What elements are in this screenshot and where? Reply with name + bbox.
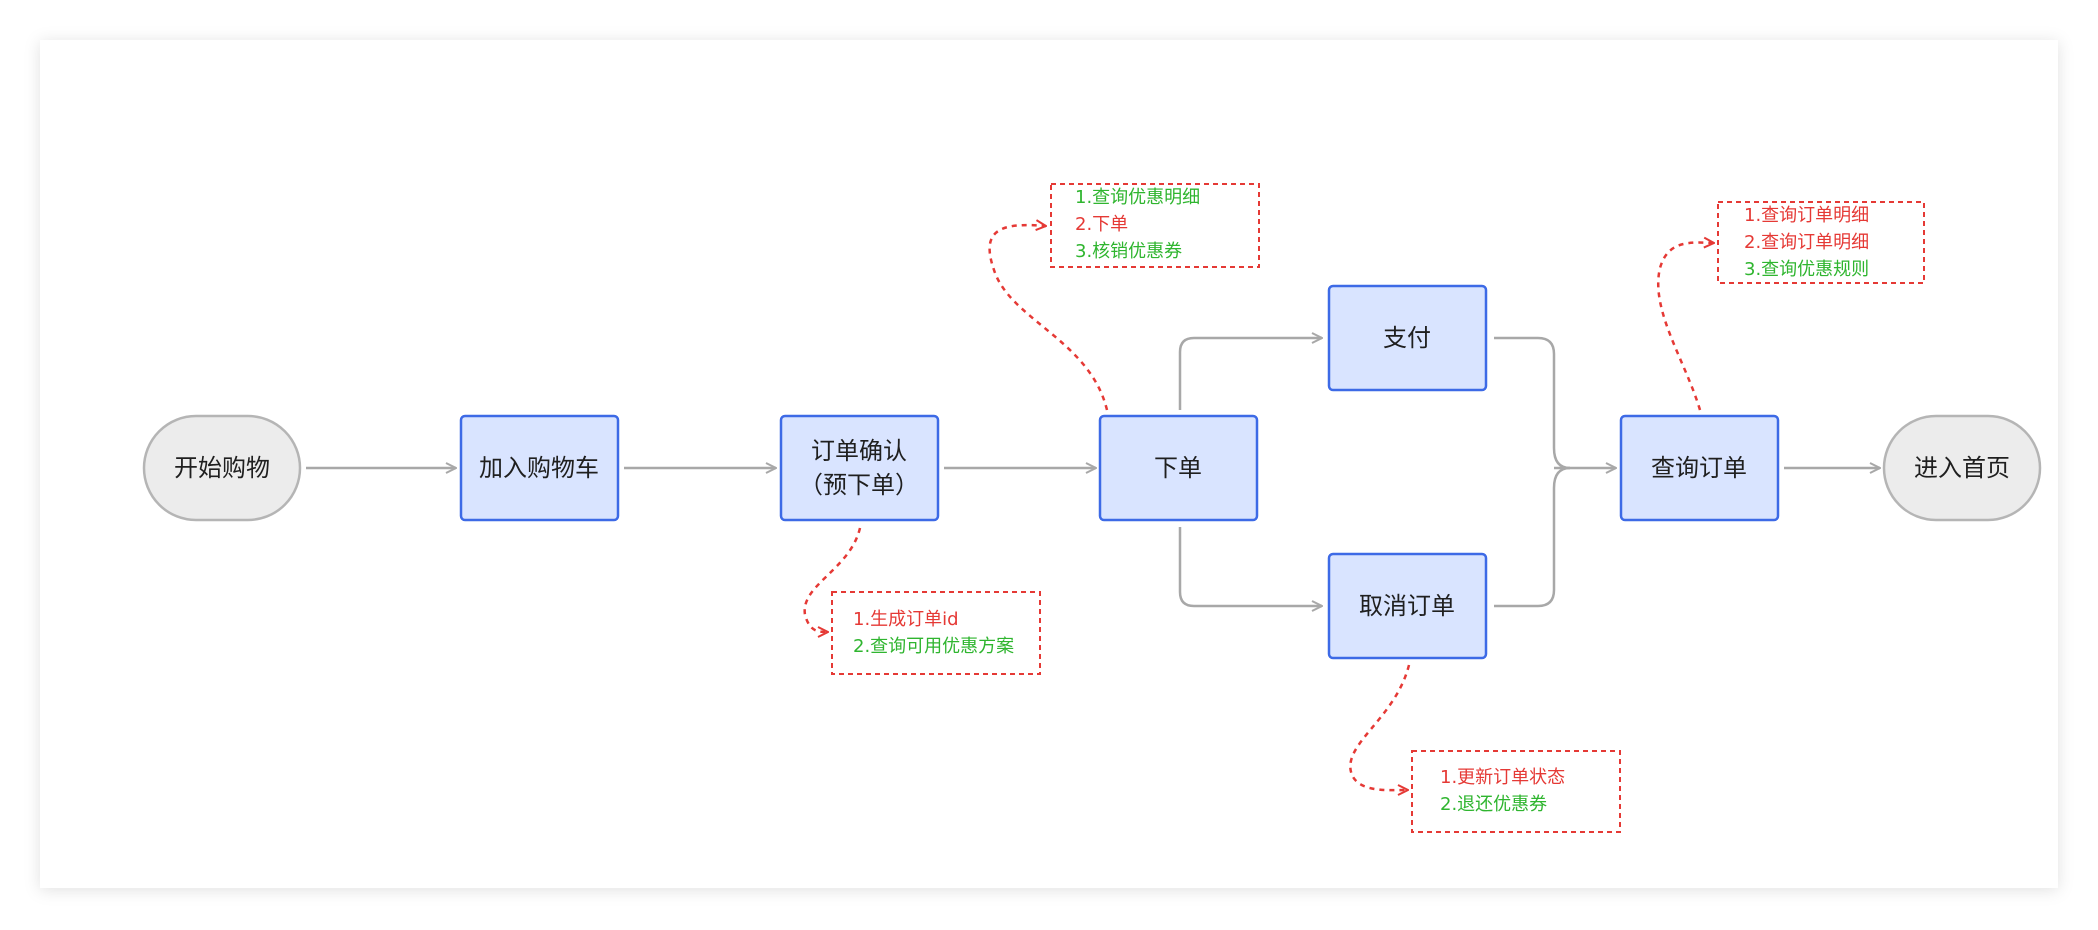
- note-query-order: 1.查询订单明细 2.查询订单明细 3.查询优惠规则: [1717, 201, 1925, 284]
- note-query-order-line3: 3.查询优惠规则: [1744, 259, 1869, 280]
- node-order-confirm-label-line1: 订单确认: [811, 437, 907, 465]
- node-go-home-label: 进入首页: [1914, 454, 2010, 482]
- note-order-confirm-line2: 2.查询可用优惠方案: [853, 636, 1014, 657]
- note-cancel-order-line2: 2.退还优惠券: [1440, 794, 1547, 815]
- edge-order-to-cancel: [1178, 527, 1322, 606]
- connector-place-order-note: [988, 225, 1109, 411]
- node-place-order-label: 下单: [1154, 454, 1202, 482]
- note-cancel-order: 1.更新订单状态 2.退还优惠券: [1411, 750, 1621, 833]
- connector-cancel-note: [1349, 664, 1411, 790]
- connector-query-note: [1657, 243, 1714, 411]
- edge-pay-to-merge: [1494, 336, 1571, 470]
- node-go-home[interactable]: 进入首页: [1882, 414, 2042, 522]
- node-query-order-label: 查询订单: [1651, 454, 1747, 482]
- node-start[interactable]: 开始购物: [142, 414, 302, 522]
- edges: [306, 338, 1880, 606]
- note-place-order-line1: 1.查询优惠明细: [1075, 187, 1200, 208]
- node-add-to-cart-label: 加入购物车: [479, 454, 599, 482]
- node-order-confirm-label-line2: （预下单）: [799, 471, 919, 499]
- note-place-order-line2: 2.下单: [1075, 214, 1128, 235]
- node-add-to-cart[interactable]: 加入购物车: [459, 414, 620, 522]
- node-cancel-order[interactable]: 取消订单: [1327, 552, 1488, 660]
- note-place-order: 1.查询优惠明细 2.下单 3.核销优惠券: [1050, 183, 1260, 268]
- edge-cancel-to-merge: [1494, 466, 1571, 608]
- note-order-confirm: 1.生成订单id 2.查询可用优惠方案: [831, 591, 1041, 675]
- note-order-confirm-line1: 1.生成订单id: [853, 609, 959, 630]
- note-connectors: [803, 225, 1714, 790]
- edge-order-to-pay: [1178, 338, 1322, 410]
- note-query-order-line1: 1.查询订单明细: [1744, 205, 1869, 226]
- node-pay-label: 支付: [1383, 324, 1431, 352]
- note-query-order-line2: 2.查询订单明细: [1744, 232, 1869, 253]
- node-place-order[interactable]: 下单: [1098, 414, 1259, 522]
- node-start-label: 开始购物: [174, 454, 270, 482]
- node-pay[interactable]: 支付: [1327, 284, 1488, 392]
- node-order-confirm[interactable]: 订单确认 （预下单）: [779, 414, 940, 522]
- connector-confirm-note: [803, 527, 862, 632]
- node-query-order[interactable]: 查询订单: [1619, 414, 1780, 522]
- node-cancel-order-label: 取消订单: [1359, 592, 1455, 620]
- note-place-order-line3: 3.核销优惠券: [1075, 241, 1182, 262]
- note-cancel-order-line1: 1.更新订单状态: [1440, 767, 1565, 788]
